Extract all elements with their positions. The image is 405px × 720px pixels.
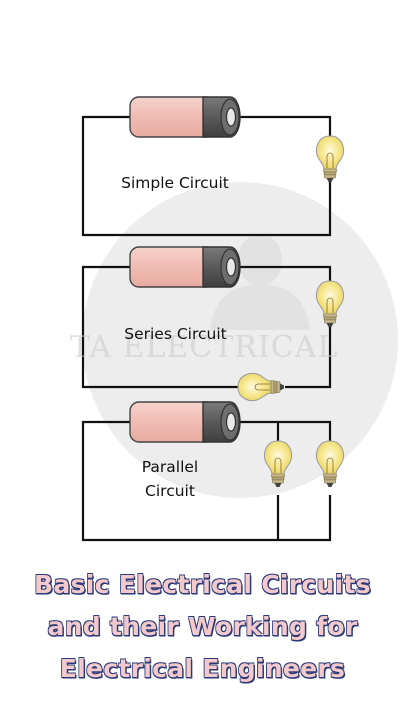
- title-line-2: and their Working for: [47, 612, 358, 641]
- simple-circuit-bulb: [315, 135, 345, 183]
- series-circuit-wire-left: [81, 265, 240, 389]
- parallel-circuit: [81, 401, 345, 542]
- simple-circuit-battery: [129, 96, 241, 138]
- series-circuit-label: Series Circuit: [124, 325, 227, 343]
- title-line-3: Electrical Engineers: [59, 654, 346, 683]
- series-circuit: [81, 246, 345, 402]
- parallel-circuit-battery: [129, 401, 241, 443]
- watermark-text: TA ELECTRICAL: [70, 330, 339, 365]
- parallel-circuit-label-line1: Parallel: [141, 458, 199, 476]
- simple-circuit: [81, 96, 345, 237]
- series-circuit-battery: [129, 246, 241, 288]
- parallel-circuit-bulb-2: [315, 440, 345, 488]
- parallel-circuit-wire-top: [240, 420, 332, 445]
- title-line-1: Basic Electrical Circuits: [34, 570, 371, 599]
- simple-circuit-wire-left: [81, 115, 332, 237]
- series-circuit-wire-right: [285, 325, 332, 389]
- simple-circuit-label: Simple Circuit: [121, 174, 229, 192]
- parallel-circuit-wire-outer: [81, 420, 332, 542]
- watermark-person-head: [238, 234, 282, 286]
- watermark-person-body: [210, 285, 310, 330]
- simple-circuit-wire-right: [240, 115, 332, 140]
- parallel-circuit-label-line2: Circuit: [145, 482, 195, 500]
